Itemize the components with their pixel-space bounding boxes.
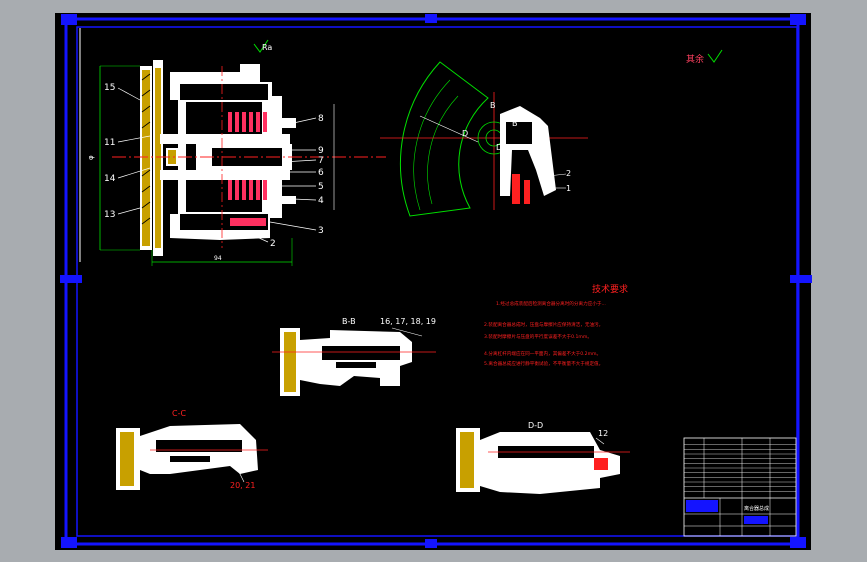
section-marker-d-right: D [496,143,502,152]
section-marker-d-left: D [462,129,468,138]
leader-label-2: 2 [270,239,276,249]
leader-label-6: 6 [318,168,324,178]
section-bb-leader: 16, 17, 18, 19 [380,317,436,326]
leader-label-11: 11 [104,138,115,148]
side-view: B B D D 2 1 [380,61,588,217]
technical-requirements: 技术要求 1.经过总成装配后检测离合器分离时的分离力应小于... 2.装配离合器… [484,283,628,367]
leader-label-9: 9 [318,146,324,156]
tech-line-4: 4.分离杠杆内端应在同一平面内，其偏差不大于0.2mm。 [484,350,601,357]
leader-label-3: 3 [318,226,324,236]
leader-label-15: 15 [104,83,115,93]
leader-label-5: 5 [318,182,324,192]
leader-label-14: 14 [104,174,116,184]
tech-line-1: 1.经过总成装配后检测离合器分离时的分离力应小于... [496,300,606,307]
section-cc-leader: 20, 21 [230,481,255,490]
title-block: 离合器总成 [683,437,797,537]
tech-line-3: 3.装配时摩擦片与压盘的平行度误差不大于0.1mm。 [484,333,592,340]
title-block-name: 离合器总成 [744,505,769,512]
tech-line-5: 5.离合器总成应进行静平衡试验，不平衡量不大于规定值。 [484,360,603,367]
leader-label-7: 7 [318,156,324,166]
section-marker-b-right: B [512,119,518,128]
section-dd-leader: 12 [598,429,608,438]
dim-bottom: 94 [214,255,222,262]
roughness-symbol-main: Ra [262,43,272,52]
roughness-other-label: 其余 [686,53,704,65]
leader-label-8: 8 [318,114,324,124]
frame-corner-grips [60,14,812,548]
dim-overall: φ [87,155,95,160]
main-section-view: Ra 15 11 14 13 8 9 7 6 5 4 3 [87,39,386,266]
section-dd-view: D-D 12 [456,421,630,494]
section-marker-b-top: B [490,101,496,110]
leader-label-4: 4 [318,196,324,206]
side-leader-1: 1 [566,184,571,193]
section-bb-view: B-B 16, 17, 18, 19 [272,317,436,396]
section-cc-view: C-C 20, 21 [116,409,268,490]
section-bb-title: B-B [342,317,356,326]
leader-label-13: 13 [104,210,115,220]
tech-requirements-title: 技术要求 [592,283,628,295]
side-leader-2: 2 [566,169,571,178]
section-cc-title: C-C [172,409,186,418]
tech-line-2: 2.装配离合器总成时，压盘与摩擦片应保持清洁，无油污。 [484,321,603,328]
section-dd-title: D-D [528,421,543,430]
